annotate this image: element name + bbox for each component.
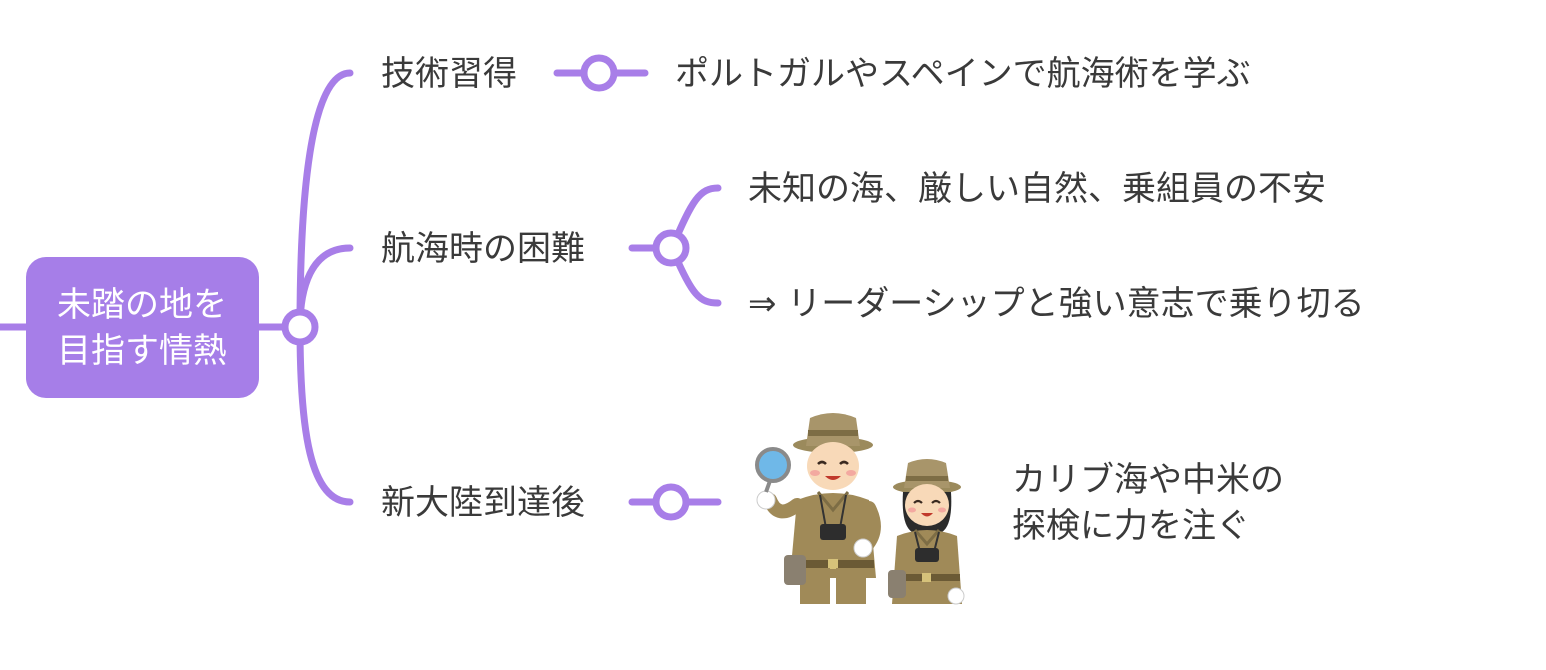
explorer-man-figure [757, 413, 876, 604]
branch-detail-hardship-2[interactable]: ⇒ リーダーシップと強い意志で乗り切る [748, 284, 1365, 324]
branch-detail-arrival-line2[interactable]: 探検に力を注ぐ [1012, 506, 1250, 546]
root-label-line2: 目指す情熱 [57, 331, 227, 371]
branch-label-skill[interactable]: 技術習得 [381, 54, 517, 94]
branch-label-arrival[interactable]: 新大陸到達後 [381, 483, 585, 523]
explorers-illustration[interactable] [757, 413, 964, 604]
branch-detail-hardship-1[interactable]: 未知の海、厳しい自然、乗組員の不安 [748, 169, 1326, 209]
explorer-woman-figure [888, 459, 964, 604]
branch-detail-skill[interactable]: ポルトガルやスペインで航海術を学ぶ [675, 54, 1251, 94]
branch-detail-arrival-line1[interactable]: カリブ海や中米の [1012, 460, 1284, 500]
root-junction-circle[interactable] [285, 312, 315, 342]
skill-junction-circle[interactable] [584, 58, 614, 88]
root-label-line1: 未踏の地を [57, 285, 227, 325]
root-node[interactable] [26, 257, 259, 398]
arrival-junction-circle[interactable] [656, 487, 686, 517]
trunk-to-arrival [300, 327, 350, 502]
branch-label-hardship[interactable]: 航海時の困難 [381, 229, 585, 269]
hardship-junction-circle[interactable] [656, 233, 686, 263]
